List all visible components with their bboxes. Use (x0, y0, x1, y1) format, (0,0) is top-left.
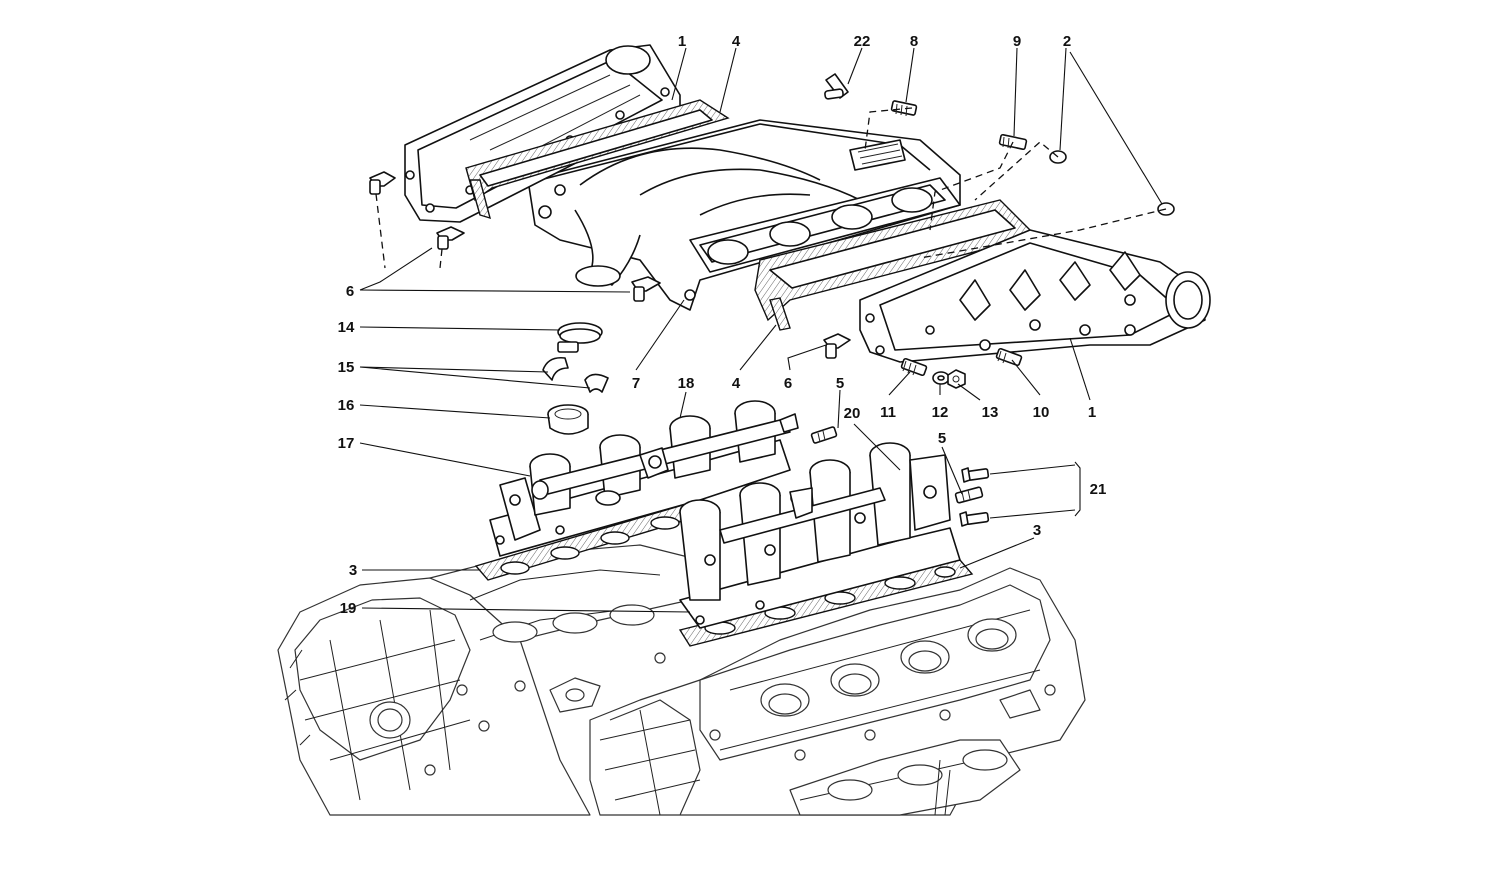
half-clamp-15b (584, 373, 609, 393)
left-gasket (465, 99, 730, 220)
stud-11 (900, 357, 928, 377)
callout-7: 7 (632, 375, 640, 392)
callout-16: 16 (338, 397, 355, 414)
fitting-22 (824, 73, 849, 100)
elbow-fitting-6a (369, 171, 396, 195)
callout-2: 2 (1063, 33, 1071, 50)
callout-22: 22 (854, 33, 871, 50)
stud-5b (954, 486, 984, 504)
callout-10: 10 (1033, 404, 1050, 421)
bolt-21a (961, 467, 990, 483)
leader-lines (359, 47, 1163, 613)
elbow-fitting-6b (436, 226, 465, 250)
callout-labels: 1 4 22 8 9 2 6 14 15 16 17 7 18 4 6 5 11… (338, 33, 1107, 617)
callout-4-left-gasket: 4 (732, 33, 741, 50)
callout-11: 11 (880, 404, 896, 421)
callout-15: 15 (338, 359, 355, 376)
callout-5-upper: 5 (836, 375, 844, 392)
callout-9: 9 (1013, 33, 1021, 50)
assembly-lines (375, 107, 1167, 269)
callout-20: 20 (844, 405, 861, 422)
half-clamp-15a (542, 356, 569, 381)
callout-8: 8 (910, 33, 918, 50)
callout-21: 21 (1090, 481, 1107, 498)
callout-3-left: 3 (349, 562, 357, 579)
nut-13 (947, 369, 966, 389)
engine-block (277, 544, 1086, 816)
stud-5a (810, 426, 838, 444)
callout-1-left-cover: 1 (678, 33, 686, 50)
right-air-box-cover (859, 229, 1211, 363)
callout-3-right: 3 (1033, 522, 1041, 539)
callout-1-right-cover: 1 (1088, 404, 1096, 421)
right-gasket (754, 199, 1031, 331)
callout-14: 14 (338, 319, 355, 336)
throttle-body-rear-bank (489, 400, 799, 557)
callout-17: 17 (338, 435, 355, 452)
washer-12 (932, 371, 950, 385)
callout-12: 12 (932, 404, 949, 421)
clamp-14 (557, 322, 603, 353)
bolt-21b (959, 511, 990, 527)
callout-18: 18 (678, 375, 695, 392)
sleeve-16 (547, 404, 589, 435)
stud-10 (995, 347, 1023, 367)
throttle-body-front-bank (679, 442, 961, 629)
callout-5-lower: 5 (938, 430, 946, 447)
callout-6-fittings: 6 (346, 283, 354, 300)
stud-8 (890, 100, 918, 117)
callout-6-right-fitting: 6 (784, 375, 792, 392)
elbow-fitting-6c (631, 276, 661, 302)
callout-13: 13 (982, 404, 999, 421)
intake-manifold-plenum (527, 119, 961, 311)
callout-19: 19 (340, 600, 357, 617)
callout-4-right-gasket: 4 (732, 375, 741, 392)
elbow-fitting-6d (823, 333, 851, 359)
